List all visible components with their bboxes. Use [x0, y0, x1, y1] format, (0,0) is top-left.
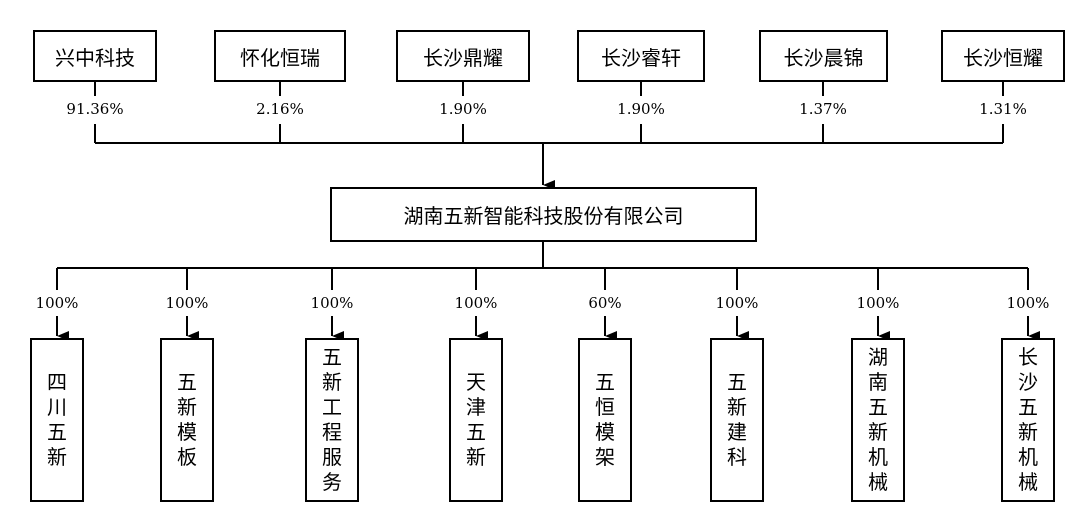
subsidiary-pct-3: 100%: [310, 294, 354, 312]
shareholder-box-2: 怀化恒瑞: [214, 30, 346, 82]
subsidiary-pct-7: 100%: [856, 294, 900, 312]
subsidiary-pct-1: 100%: [35, 294, 79, 312]
company-box: 湖南五新智能科技股份有限公司: [330, 187, 757, 242]
subsidiary-pct-6: 100%: [715, 294, 759, 312]
shareholder-pct-4: 1.90%: [617, 100, 665, 118]
shareholder-name: 兴中科技: [55, 45, 135, 70]
subsidiary-box-8: 长沙五新机械: [1001, 338, 1055, 502]
subsidiary-name: 长沙五新机械: [1018, 345, 1038, 494]
subsidiary-box-2: 五新模板: [160, 338, 214, 502]
shareholder-pct-6: 1.31%: [979, 100, 1027, 118]
shareholder-pct-2: 2.16%: [256, 100, 304, 118]
subsidiary-name: 四川五新: [47, 370, 67, 469]
subsidiary-name: 五恒模架: [595, 370, 615, 469]
shareholder-box-5: 长沙晨锦: [759, 30, 888, 82]
subsidiary-box-4: 天津五新: [449, 338, 503, 502]
company-name: 湖南五新智能科技股份有限公司: [403, 204, 684, 228]
subsidiary-name: 天津五新: [466, 370, 486, 469]
shareholder-box-6: 长沙恒耀: [941, 30, 1065, 82]
shareholder-pct-5: 1.37%: [799, 100, 847, 118]
shareholder-name: 长沙睿轩: [601, 45, 681, 70]
subsidiary-box-1: 四川五新: [30, 338, 84, 502]
subsidiary-name: 湖南五新机械: [868, 345, 888, 494]
shareholder-box-4: 长沙睿轩: [577, 30, 705, 82]
shareholder-name: 长沙恒耀: [963, 45, 1043, 70]
subsidiary-box-7: 湖南五新机械: [851, 338, 905, 502]
shareholder-box-1: 兴中科技: [33, 30, 157, 82]
subsidiary-name: 五新模板: [177, 370, 197, 469]
shareholder-box-3: 长沙鼎耀: [396, 30, 530, 82]
subsidiary-box-6: 五新建科: [710, 338, 764, 502]
subsidiary-box-5: 五恒模架: [578, 338, 632, 502]
subsidiary-name: 五新工程服务: [322, 345, 342, 494]
shareholder-pct-1: 91.36%: [66, 100, 124, 118]
subsidiary-name: 五新建科: [727, 370, 747, 469]
shareholder-name: 长沙晨锦: [783, 45, 864, 70]
subsidiary-box-3: 五新工程服务: [305, 338, 359, 502]
shareholder-name: 怀化恒瑞: [240, 45, 320, 70]
subsidiary-pct-2: 100%: [165, 294, 209, 312]
shareholder-name: 长沙鼎耀: [423, 45, 503, 70]
subsidiary-pct-5: 60%: [588, 294, 622, 312]
subsidiary-pct-4: 100%: [454, 294, 498, 312]
shareholder-pct-3: 1.90%: [439, 100, 487, 118]
subsidiary-pct-8: 100%: [1006, 294, 1050, 312]
